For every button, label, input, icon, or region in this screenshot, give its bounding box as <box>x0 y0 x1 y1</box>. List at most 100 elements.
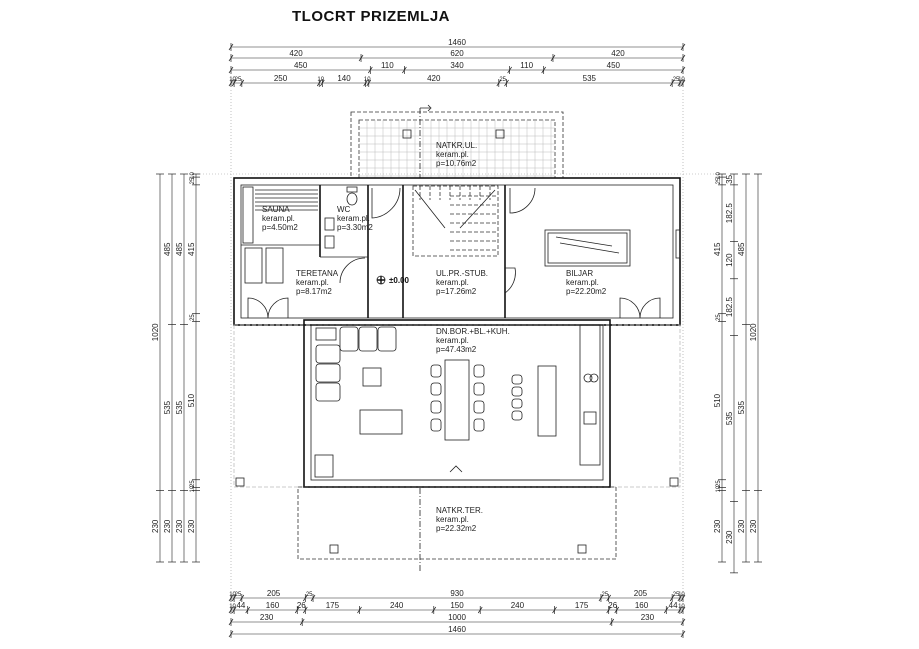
dimension-label: 230 <box>725 530 734 544</box>
sofa-seat <box>315 363 341 383</box>
dimension-label: 44 <box>669 601 678 610</box>
dimension-label: 10 <box>317 77 324 83</box>
dimension-tick <box>669 79 675 87</box>
room-label-dnevni: DN.BOR.+BL.+KUH.keram.pl.p=47.43m2 <box>436 327 510 354</box>
dimension-tick <box>550 54 556 62</box>
room-name: DN.BOR.+BL.+KUH. <box>436 327 510 336</box>
dimension-tick <box>677 594 683 602</box>
dimension-label: 10 <box>716 485 722 492</box>
dimension-label: 1020 <box>749 323 758 341</box>
room-area: p=3.30m2 <box>337 223 373 232</box>
column-icon <box>235 477 245 487</box>
guide-lines <box>200 90 720 590</box>
dimension-tick <box>680 79 686 87</box>
dimension-tick <box>228 66 234 74</box>
level-mark: ±0.00 <box>389 276 410 285</box>
coffee-table <box>362 367 382 387</box>
dimension-label: 230 <box>260 613 274 622</box>
dimension-label: 110 <box>381 61 394 70</box>
room-area: p=47.43m2 <box>436 345 477 354</box>
room-area: p=17.26m2 <box>436 287 477 296</box>
sauna-bench <box>242 186 254 244</box>
dimension-tick <box>680 630 686 638</box>
dimension-label: 415 <box>187 242 196 256</box>
room-area: p=8.17m2 <box>296 287 332 296</box>
dimension-label: 25 <box>716 314 722 321</box>
room-area: p=22.20m2 <box>566 287 607 296</box>
dimension-label: 205 <box>634 589 648 598</box>
dimension-label: 230 <box>641 613 655 622</box>
bar-stool <box>511 386 523 397</box>
dimension-label: 25 <box>673 77 680 83</box>
dimension-tick <box>303 606 308 614</box>
staircase <box>412 185 499 257</box>
dimension-label: 26 <box>608 601 617 610</box>
dimension-label: 230 <box>713 519 722 533</box>
sofa <box>315 326 397 402</box>
dimension-tick <box>552 606 557 614</box>
dimension-label: 10 <box>190 172 196 179</box>
column-icon <box>495 129 505 139</box>
dimension-label: 175 <box>326 601 340 610</box>
sofa-seat <box>339 326 359 352</box>
dimension-label: 35 <box>725 174 734 183</box>
dimension-label: 10 <box>190 485 196 492</box>
dimension-label: 10 <box>678 604 685 610</box>
dimension-label: 160 <box>635 601 649 610</box>
entrance-arrow <box>449 465 463 473</box>
room-name: BILJAR <box>566 269 593 278</box>
dimension-tick <box>310 594 316 602</box>
dimension-label: 25 <box>716 480 722 487</box>
dimension-label: 10 <box>229 592 236 598</box>
dimension-tick <box>320 79 325 87</box>
dimension-label: 25 <box>190 480 196 487</box>
dimension-label: 25 <box>306 592 313 598</box>
dining-chair <box>430 418 442 432</box>
dimension-tick <box>606 594 611 602</box>
dimension-tick <box>677 606 683 614</box>
dimension-label: 485 <box>163 242 172 256</box>
dining-table <box>444 359 470 441</box>
sofa-seat <box>315 327 337 341</box>
room-name: NATKR.UL. <box>436 141 477 150</box>
dimension-tick <box>368 66 373 74</box>
dimension-label: 450 <box>607 61 621 70</box>
dimension-tick <box>316 79 322 87</box>
dimension-tick <box>294 606 300 614</box>
dimension-label: 1020 <box>151 323 160 341</box>
room-name: TERETANA <box>296 269 339 278</box>
door-icon <box>509 187 536 214</box>
dining-chair <box>430 400 442 414</box>
dimension-label: 10 <box>678 592 685 598</box>
room-name: SAUNA <box>262 205 290 214</box>
dimension-label: 240 <box>511 601 525 610</box>
dimension-tick <box>504 79 509 87</box>
dimension-tick <box>366 79 372 87</box>
dimension-tick <box>228 79 234 87</box>
bar-stool <box>511 374 523 385</box>
column-icon <box>669 477 679 487</box>
dimension-label: 420 <box>289 49 303 58</box>
dimension-label: 510 <box>713 393 722 407</box>
dimension-tick <box>669 594 675 602</box>
upper-walls: ±0.00 <box>233 177 681 326</box>
dimension-label: 182.5 <box>725 297 734 318</box>
dimension-label: 415 <box>713 242 722 256</box>
dimension-label: 420 <box>427 74 441 83</box>
double-door-icon <box>247 297 289 319</box>
dimension-tick <box>231 79 237 87</box>
dimension-label: 150 <box>450 601 464 610</box>
double-door-icon <box>619 297 661 319</box>
room-area: p=4.50m2 <box>262 223 298 232</box>
dimension-label: 535 <box>583 74 597 83</box>
sofa-seat <box>315 344 341 364</box>
dimension-tick <box>231 594 237 602</box>
billiard-table <box>544 229 631 267</box>
dimension-label: 10 <box>364 77 371 83</box>
stair-direction <box>414 189 496 229</box>
dimension-label: 1460 <box>448 625 466 634</box>
dimension-label: 44 <box>236 601 245 610</box>
dining-chair <box>430 364 442 378</box>
